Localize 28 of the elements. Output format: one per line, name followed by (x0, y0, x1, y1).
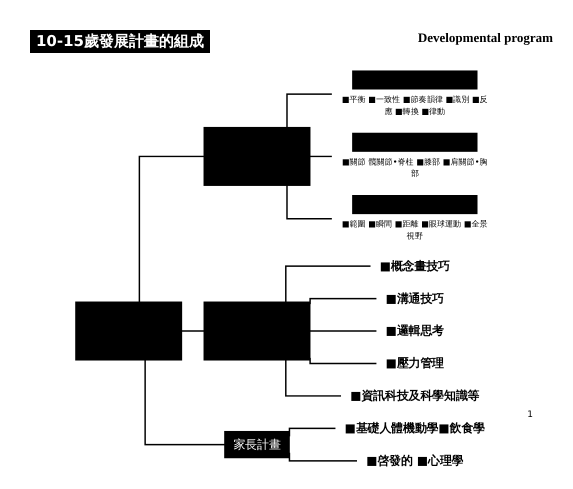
node-text: ■概念畫技巧 (380, 258, 450, 273)
node-text: ■關節 髖關節•脊柱 ■膝部 ■肩關節•胸部 (342, 156, 488, 178)
node-text: ■基礎人體機動學■飲食學 (344, 421, 485, 436)
subtitle: Developmental program (418, 30, 553, 46)
node-text: ■邏輯思考 (386, 324, 444, 338)
connector (285, 360, 342, 397)
node-text: ■溝通技巧 (386, 291, 444, 306)
page-number: 1 (527, 410, 533, 420)
connector (181, 330, 204, 332)
connector (144, 360, 225, 446)
connector (309, 298, 377, 304)
connector (138, 156, 204, 302)
connector (309, 358, 377, 364)
connector (309, 330, 377, 332)
node-text: ■啓發的 ■心理學 (366, 453, 464, 468)
node-text: ■範圍 ■瞬間 ■距離 ■眼球運動 ■全景視野 (342, 218, 488, 241)
node-text: ■平衡 ■一致性 ■節奏韻律 ■識別 ■反應 ■轉換 ■律動 (342, 94, 488, 116)
connector (309, 156, 332, 158)
node-box (204, 126, 310, 186)
connector (285, 265, 371, 302)
node-box (75, 302, 182, 361)
node-text: ■壓力管理 (386, 356, 444, 370)
connector (286, 186, 332, 220)
connector (286, 93, 332, 128)
title: 10-15歲發展計畫的組成 (30, 30, 210, 53)
node-box (204, 302, 310, 361)
node-text: ■資訊科技及科學知識等 (350, 388, 480, 403)
node-box: 家長計畫 (224, 430, 290, 458)
